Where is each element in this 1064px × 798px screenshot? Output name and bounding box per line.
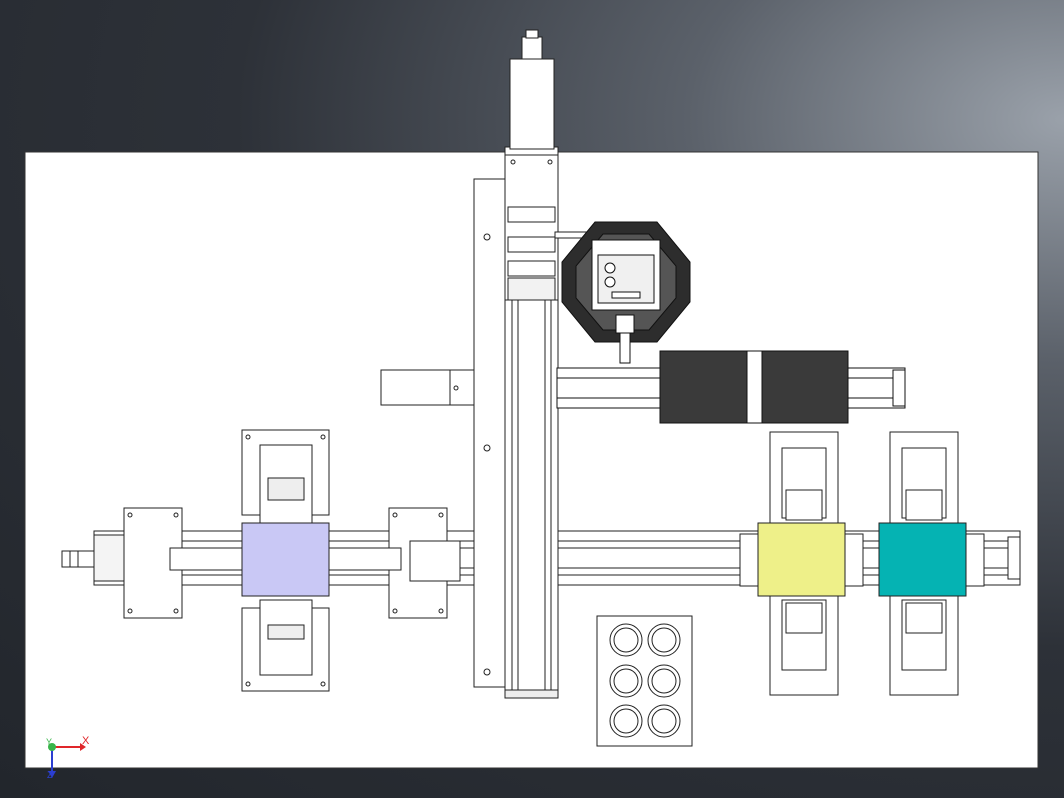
rotary-indexer[interactable]: [561, 221, 691, 364]
left-station-fixture[interactable]: [123, 429, 461, 692]
teal-station-fixture[interactable]: [878, 431, 985, 696]
x-axis-label: X: [82, 735, 90, 747]
side-motor[interactable]: [380, 369, 475, 406]
teal-fixture-plate[interactable]: [878, 522, 967, 597]
parts-tray[interactable]: [596, 615, 693, 747]
yellow-fixture-plate[interactable]: [757, 522, 846, 597]
y-axis-label: Y: [46, 737, 53, 747]
dark-transfer-blocks[interactable]: [556, 350, 906, 424]
axis-triad-icon: [48, 743, 86, 778]
yellow-station-fixture[interactable]: [739, 431, 864, 696]
lavender-fixture-plate[interactable]: [241, 522, 330, 597]
vertical-linear-axis[interactable]: [473, 29, 559, 699]
z-axis-label: Z: [47, 770, 53, 780]
